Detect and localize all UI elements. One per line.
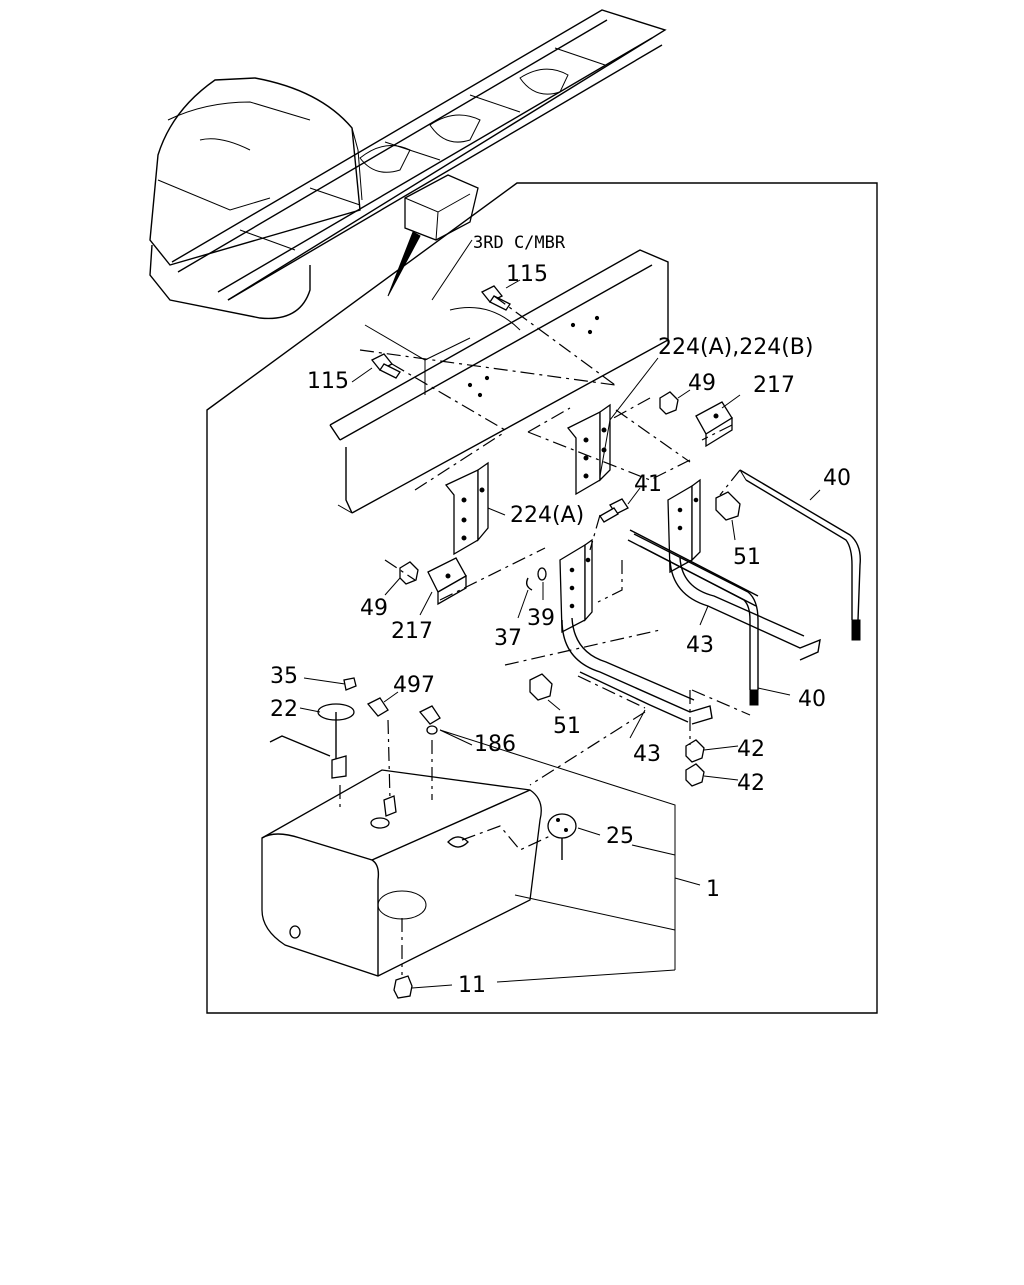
callout-49-right: 49 xyxy=(688,371,716,396)
callout-43-lower: 43 xyxy=(633,742,661,767)
callout-41: 41 xyxy=(634,472,662,497)
band-43-upper xyxy=(627,529,821,661)
band-43-lower xyxy=(561,617,713,725)
callout-1: 1 xyxy=(706,877,720,902)
fitting-186 xyxy=(418,705,441,735)
nut-49-left xyxy=(399,561,419,585)
bracket-224-upper xyxy=(566,403,611,496)
gauge-unit-22 xyxy=(269,703,355,779)
callout-37: 37 xyxy=(494,626,522,651)
pin-37 xyxy=(525,577,533,591)
callout-217-right: 217 xyxy=(753,373,795,398)
callout-22: 22 xyxy=(270,697,298,722)
bracket-224-lower xyxy=(444,461,489,556)
callout-39: 39 xyxy=(527,606,555,631)
strap-40-upper xyxy=(739,469,861,641)
bolt-115-left xyxy=(370,353,401,379)
callout-115-left: 115 xyxy=(307,369,349,394)
callout-25: 25 xyxy=(606,824,634,849)
callout-51-left: 51 xyxy=(553,714,581,739)
plate-217-right xyxy=(695,401,733,448)
callout-217-left: 217 xyxy=(391,619,433,644)
callout-43-upper: 43 xyxy=(686,633,714,658)
truck-overview-drawing xyxy=(149,9,667,320)
callout-51-right: 51 xyxy=(733,545,761,570)
nut-42-lower xyxy=(685,763,705,787)
callout-115-top: 115 xyxy=(506,262,548,287)
callout-40-upper: 40 xyxy=(823,466,851,491)
nut-49-right xyxy=(659,391,679,415)
bolt-51-left xyxy=(529,673,553,701)
callout-42-upper: 42 xyxy=(737,737,765,762)
callout-186: 186 xyxy=(474,732,516,757)
nut-42-upper xyxy=(685,739,705,763)
leader-lines xyxy=(299,239,821,989)
callout-35: 35 xyxy=(270,664,298,689)
assembly-lines xyxy=(339,295,751,975)
fuel-tank xyxy=(261,769,542,977)
callout-497: 497 xyxy=(393,673,435,698)
callout-11: 11 xyxy=(458,973,486,998)
screw-35 xyxy=(343,677,357,691)
frame-member-label: 3RD C/MBR xyxy=(473,233,566,253)
fitting-497 xyxy=(366,697,397,817)
detail-frame-border xyxy=(206,182,878,1014)
bolt-51-right xyxy=(715,491,741,521)
callout-224-ab: 224(A),224(B) xyxy=(658,335,813,360)
callout-224-a: 224(A) xyxy=(510,503,584,528)
washer-39 xyxy=(537,567,547,581)
bolt-41 xyxy=(599,498,629,523)
hanger-bracket-left xyxy=(559,538,593,634)
cap-25 xyxy=(547,813,577,860)
callout-42-lower: 42 xyxy=(737,771,765,796)
hanger-bracket-right xyxy=(667,478,701,574)
plug-11 xyxy=(393,975,413,999)
strap-40-lower xyxy=(633,533,759,706)
callout-40-lower: 40 xyxy=(798,687,826,712)
callout-49-left: 49 xyxy=(360,596,388,621)
frame-rail-section xyxy=(329,249,669,514)
